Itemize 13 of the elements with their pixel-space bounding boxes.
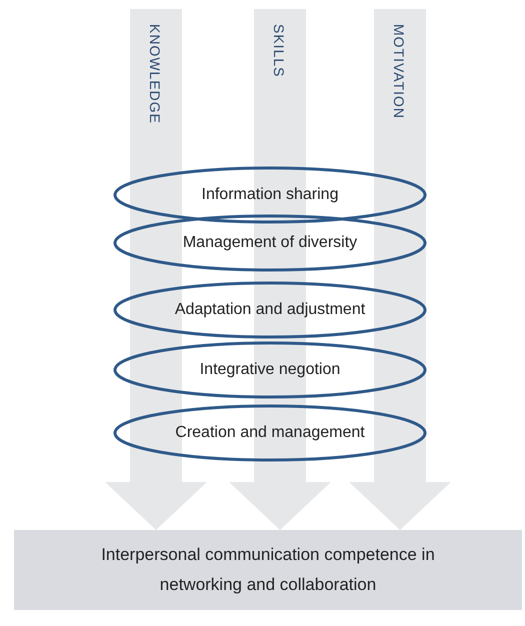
node-label: Information sharing [202,185,338,205]
block-arrow [105,9,207,530]
box-text: Interpersonal communication competence in networking and collaboration [100,544,436,596]
block-arrow [349,9,451,530]
node-label: Management of diversity [182,233,358,253]
edge-label: SKILLS [272,24,286,78]
edge-label: MOTIVATION [392,24,406,120]
node-label: Adaptation and adjustment [174,300,366,320]
node-label: Integrative negotion [200,360,340,380]
result-box [14,530,522,610]
node-label: Creation and management [175,423,365,443]
edge-label: KNOWLEDGE [148,24,162,124]
block-arrow [229,9,331,530]
